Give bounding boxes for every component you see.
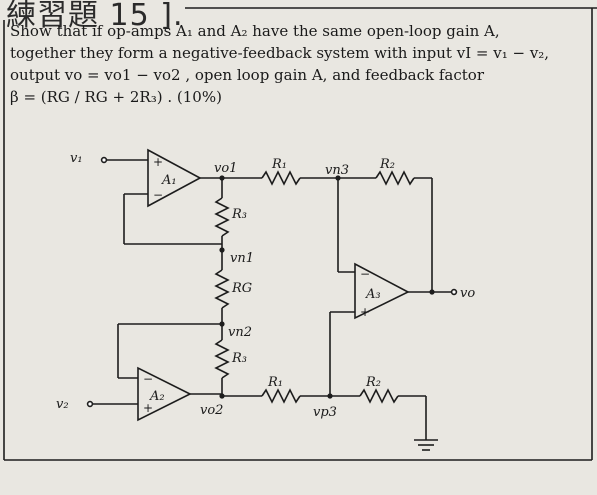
label-vp3: vp3 [313, 405, 337, 420]
label-rg: RG [231, 281, 252, 296]
label-r2-top: R₂ [379, 157, 395, 172]
resistor-rg [214, 269, 230, 309]
junction-dots [219, 175, 435, 399]
label-vo2: vo2 [200, 403, 223, 418]
problem-line-2: together they form a negative-feedback s… [10, 44, 550, 62]
op-amp-a1 [147, 148, 202, 208]
label-r2-bottom: R₂ [365, 375, 381, 390]
label-a1: A₁ [161, 173, 177, 188]
problem-line-3: output vo = vo1 − vo2 , open loop gain A… [10, 66, 485, 84]
label-r1-bottom: R₁ [267, 375, 283, 390]
label-vn1: vn1 [230, 251, 254, 266]
a2-minus-sign: − [143, 372, 153, 386]
problem-statement: Show that if op-amps A₁ and A₂ have the … [10, 20, 590, 108]
a3-plus-sign: + [360, 305, 370, 319]
label-vo: vo [460, 286, 475, 301]
op-amp-a3 [354, 262, 410, 320]
label-a2: A₂ [149, 389, 165, 404]
section-heading: 練習題 15 ]. [6, 0, 184, 33]
resistor-r3-top [214, 197, 230, 237]
label-v1: v₁ [70, 151, 83, 166]
resistor-r2-bottom [359, 388, 399, 404]
label-vo1: vo1 [214, 161, 237, 176]
a3-minus-sign: − [360, 267, 370, 281]
op-amp-a2 [137, 366, 192, 422]
label-r1-top: R₁ [271, 157, 287, 172]
label-vn2: vn2 [228, 325, 252, 340]
label-v2: v₂ [56, 397, 69, 412]
a2-plus-sign: + [143, 401, 153, 415]
resistor-r2-top [375, 170, 415, 186]
resistor-r3-bottom [214, 339, 230, 379]
a1-plus-sign: + [153, 155, 163, 169]
problem-line-1: Show that if op-amps A₁ and A₂ have the … [10, 22, 500, 40]
label-r3-top: R₃ [231, 207, 247, 222]
label-vn3: vn3 [325, 163, 349, 178]
label-a3: A₃ [365, 287, 381, 302]
problem-line-4: β = (RG / RG + 2R₃) . (10%) [10, 88, 222, 106]
resistor-r1-bottom [261, 388, 301, 404]
resistor-r1-top [261, 170, 301, 186]
a1-minus-sign: − [153, 188, 163, 202]
label-r3-bottom: R₃ [231, 351, 247, 366]
